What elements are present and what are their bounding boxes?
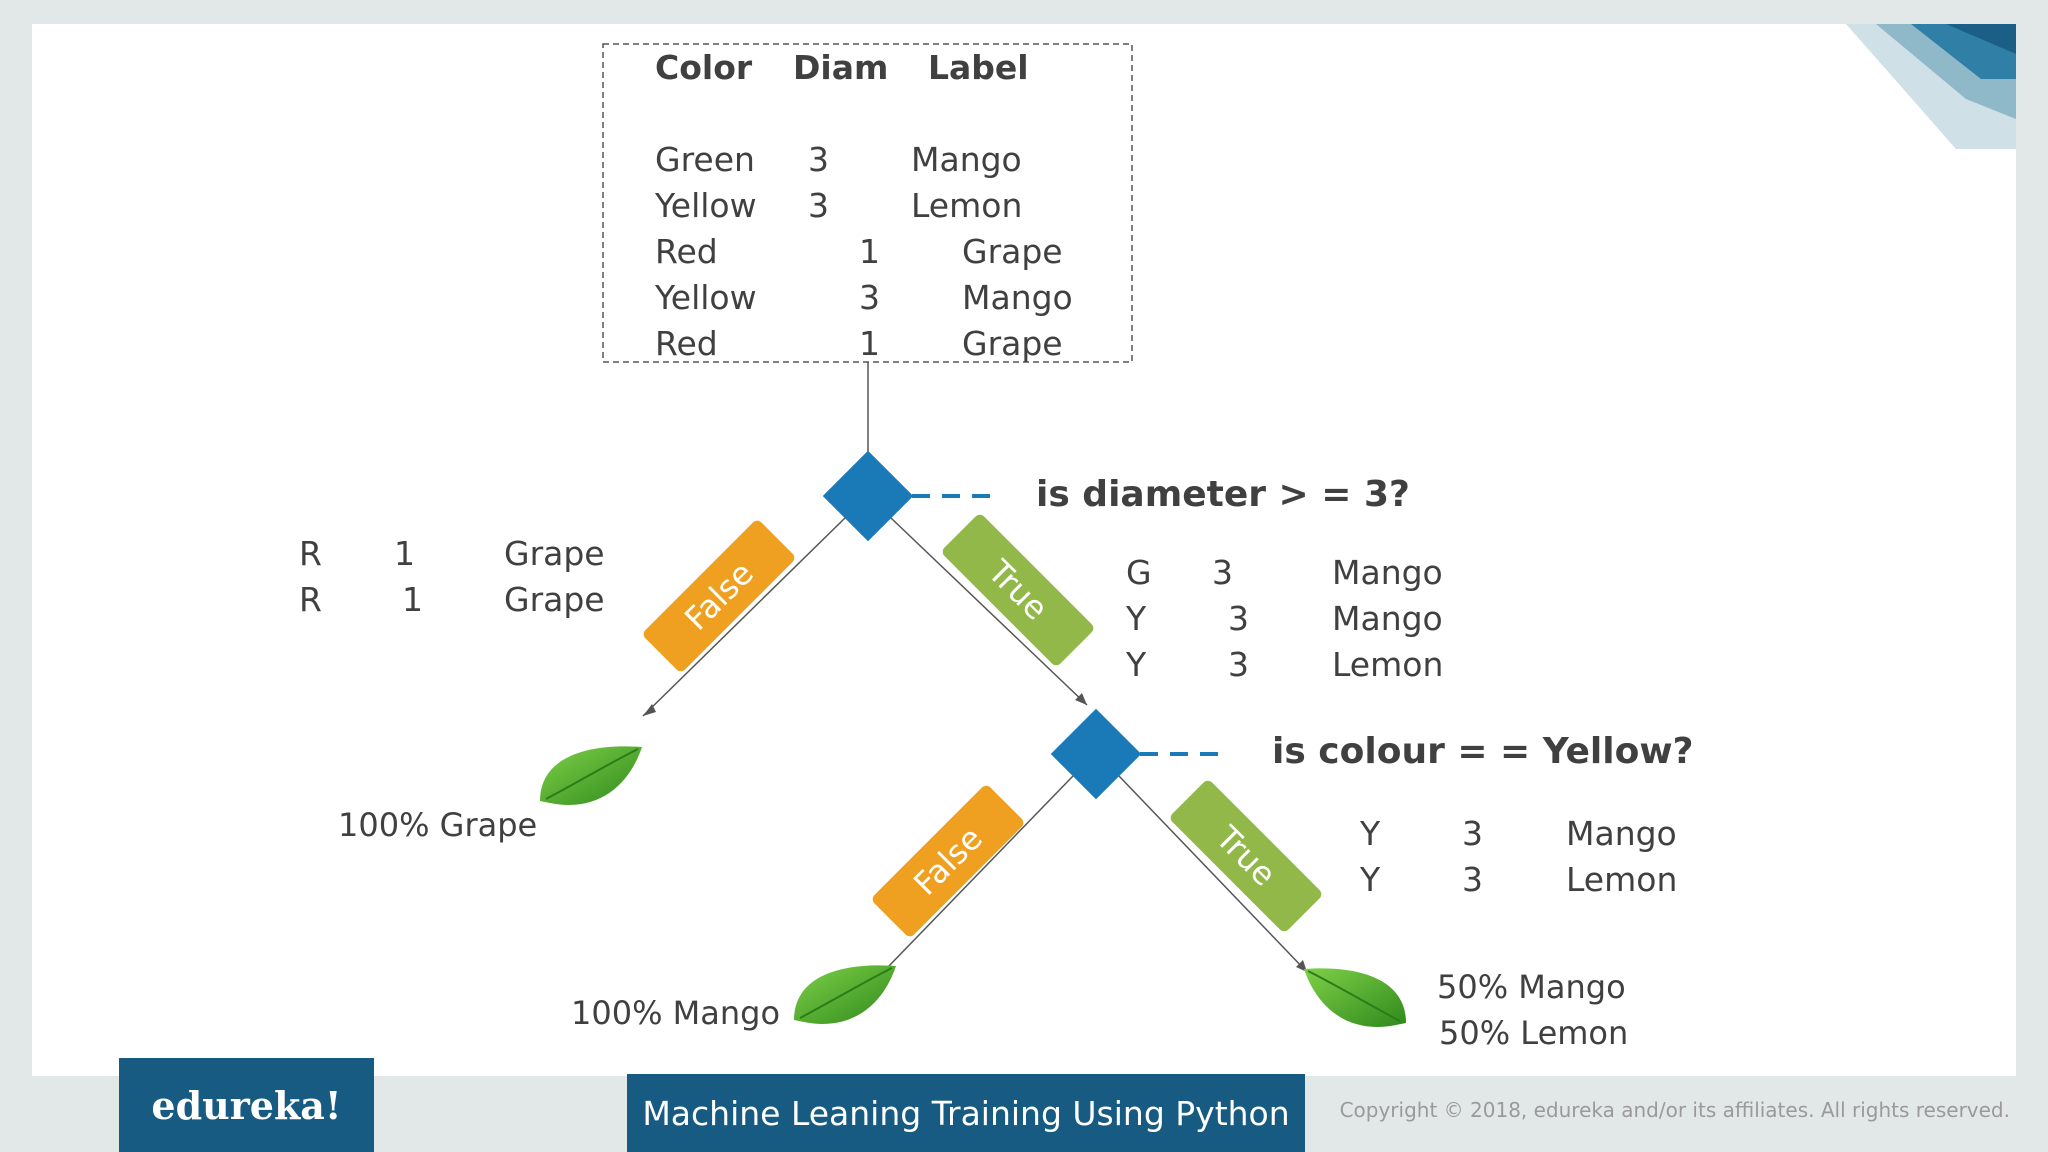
left-subset-cell: R [299,534,322,573]
logo-text: edureka! [151,1082,342,1128]
leaf-icon-mixed [1304,968,1406,1027]
leaf-label-mixed-1: 50% Mango [1437,968,1626,1006]
table-cell: Yellow [655,186,757,225]
table-cell: Mango [962,278,1073,317]
leaf-label-mixed-2: 50% Lemon [1439,1014,1629,1052]
table-cell: 3 [808,140,829,179]
true-branch-line-2 [1118,775,1308,973]
decision-node-1 [822,450,914,542]
table-cell: 1 [859,232,880,271]
true-badge-2: True [1170,780,1322,932]
false-badge-2: False [872,785,1024,937]
false-badge-1: False [643,520,795,672]
yellow-subset-cell: 3 [1462,814,1483,853]
true-branch-line-1 [890,517,1088,706]
right-subset-cell: Mango [1332,553,1443,592]
table-cell: Red [655,232,718,271]
left-subset-cell: Grape [504,534,605,573]
leaf-icon-grape [540,746,642,805]
table-cell: Lemon [911,186,1023,225]
right-subset-cell: 3 [1228,645,1249,684]
course-title-banner: Machine Leaning Training Using Python [627,1074,1305,1152]
table-cell: Grape [962,324,1063,363]
table-cell: Grape [962,232,1063,271]
left-subset-cell: Grape [504,580,605,619]
right-subset-cell: Y [1126,599,1147,638]
table-header-color: Color [655,48,753,87]
table-cell: Red [655,324,718,363]
table-cell: 3 [859,278,880,317]
node-1-question: is diameter > = 3? [1036,474,1410,515]
true-badge-1: True [942,514,1094,666]
yellow-subset-cell: Y [1360,860,1381,899]
leaf-label-mango: 100% Mango [571,994,781,1032]
table-cell: Yellow [655,278,757,317]
right-subset-cell: G [1126,553,1152,592]
right-subset-cell: Y [1126,645,1147,684]
right-subset-cell: Mango [1332,599,1443,638]
leaf-label-grape: 100% Grape [338,806,538,844]
edureka-logo: edureka! [119,1058,374,1152]
table-cell: 1 [859,324,880,363]
right-subset-cell: 3 [1212,553,1233,592]
leaf-icon-mango [794,965,896,1024]
table-cell: 3 [808,186,829,225]
table-header-diam: Diam [793,48,889,87]
table-cell: Mango [911,140,1022,179]
slide [32,24,2016,1076]
corner-decoration [1846,24,2016,149]
table-cell: Green [655,140,755,179]
copyright-text: Copyright © 2018, edureka and/or its aff… [1339,1098,2010,1122]
course-title: Machine Leaning Training Using Python [642,1093,1290,1133]
table-header-label: Label [928,48,1029,87]
yellow-subset-cell: 3 [1462,860,1483,899]
left-subset-cell: 1 [402,580,423,619]
yellow-subset-cell: Y [1360,814,1381,853]
yellow-subset-cell: Lemon [1566,860,1678,899]
left-subset-cell: 1 [394,534,415,573]
right-subset-cell: 3 [1228,599,1249,638]
left-subset-cell: R [299,580,322,619]
node-2-question: is colour = = Yellow? [1272,731,1694,772]
false-branch-line-1 [642,517,846,717]
right-subset-cell: Lemon [1332,645,1444,684]
yellow-subset-cell: Mango [1566,814,1677,853]
false-branch-line-2 [887,775,1074,968]
